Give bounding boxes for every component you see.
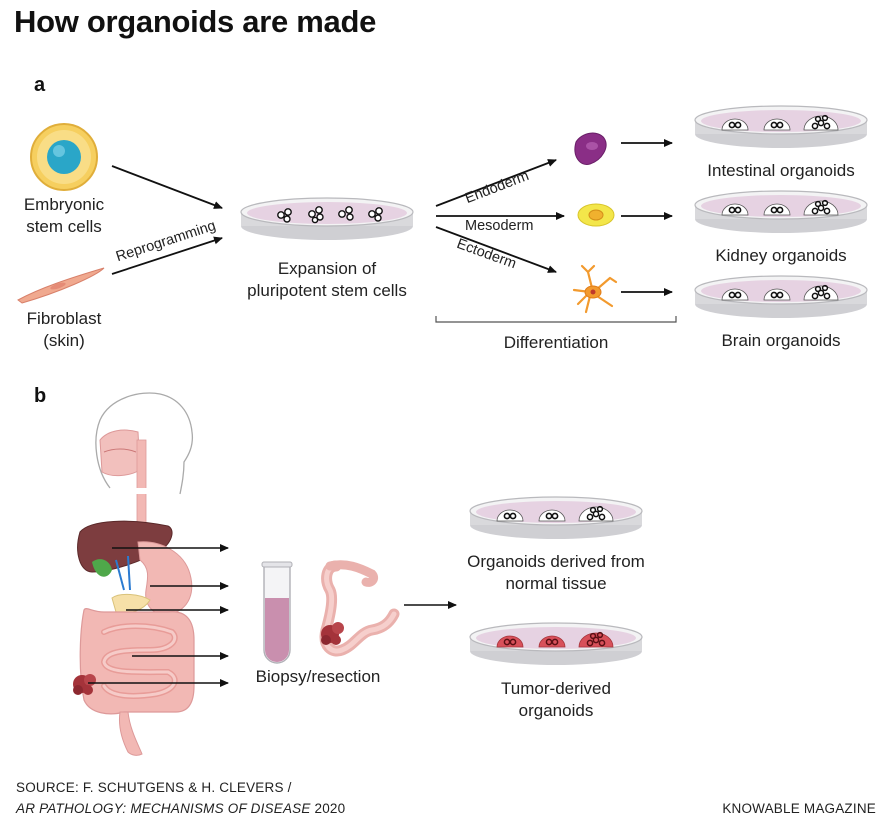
ectoderm-neuron-icon <box>572 264 618 314</box>
differentiation-bracket <box>435 316 677 323</box>
reprogramming-arrow <box>111 236 223 275</box>
fibroblast-cell-icon <box>17 267 105 304</box>
endoderm-arrow <box>435 159 557 207</box>
embryonic-stem-cell-icon <box>30 123 98 191</box>
panel-a-label: a <box>34 74 46 96</box>
human-body-illustration <box>73 392 195 756</box>
brand-credit: KNOWABLE MAGAZINE <box>722 801 876 816</box>
tumor-label-line2: organoids <box>518 701 594 720</box>
expansion-label-line2: pluripotent stem cells <box>247 281 407 300</box>
embryonic-stem-cells-label: Embryonic stem cells <box>8 194 120 238</box>
tumor-label-line1: Tumor-derived <box>501 679 611 698</box>
ectoderm-arrow <box>435 226 557 273</box>
expansion-dish-icon <box>240 197 414 241</box>
source-line-1: SOURCE: F. SCHUTGENS & H. CLEVERS / <box>16 780 292 795</box>
biopsy-resection-label: Biopsy/resection <box>255 667 381 686</box>
kidney-organoid-dish-icon <box>694 190 868 234</box>
tumor-organoids-label: Tumor-derived organoids <box>446 678 666 722</box>
mesoderm-cell-icon <box>577 203 615 227</box>
normal-organoid-dish-icon <box>469 496 643 540</box>
source-year: 2020 <box>310 801 346 816</box>
endoderm-cell-icon <box>574 132 607 165</box>
panel-b-label: b <box>34 385 47 407</box>
brain-organoid-dish-icon <box>694 275 868 319</box>
test-tube-icon <box>261 561 293 664</box>
fibroblast-label-line2: (skin) <box>43 331 85 350</box>
embryonic-label-line2: stem cells <box>26 217 102 236</box>
page-title: How organoids are made <box>14 4 377 39</box>
normal-label-line1: Organoids derived from <box>467 552 645 571</box>
mesoderm-label: Mesoderm <box>465 218 534 234</box>
resected-colon-icon <box>319 560 400 657</box>
tumor-organoid-dish-icon <box>469 622 643 666</box>
intestinal-organoid-dish-icon <box>694 105 868 149</box>
normal-tissue-organoids-label: Organoids derived from normal tissue <box>446 551 666 595</box>
normal-label-line2: normal tissue <box>505 574 607 593</box>
brain-organoids-label: Brain organoids <box>721 331 841 350</box>
resected-tumor-icon <box>321 622 344 645</box>
expansion-label-line1: Expansion of <box>277 259 377 278</box>
fibroblast-label: Fibroblast (skin) <box>8 308 120 352</box>
fibroblast-label-line1: Fibroblast <box>26 309 102 328</box>
differentiation-label: Differentiation <box>503 333 609 352</box>
colon-tumor-icon <box>73 674 96 695</box>
kidney-organoids-label: Kidney organoids <box>715 246 847 265</box>
intestinal-organoids-label: Intestinal organoids <box>707 161 855 180</box>
source-journal: AR PATHOLOGY: MECHANISMS OF DISEASE <box>16 801 311 816</box>
embryonic-to-expansion-arrow <box>111 165 223 209</box>
source-line-2: AR PATHOLOGY: MECHANISMS OF DISEASE 2020 <box>16 801 345 816</box>
embryonic-label-line1: Embryonic <box>23 195 105 214</box>
expansion-label: Expansion of pluripotent stem cells <box>222 258 432 302</box>
